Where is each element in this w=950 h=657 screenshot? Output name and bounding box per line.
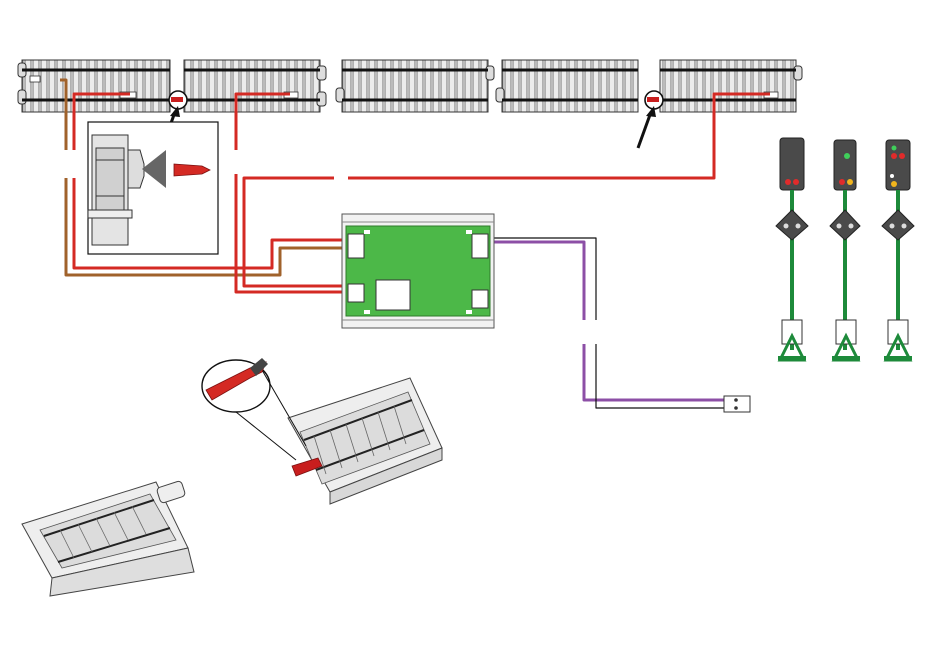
signal-1: [776, 138, 808, 360]
inset-connector-detail: [88, 122, 218, 254]
decoder-board: [342, 214, 494, 328]
pin-plug: [724, 396, 750, 412]
zoom-callout: [202, 358, 306, 460]
track-section-1: [18, 60, 170, 112]
signal-2: [830, 140, 860, 360]
track-section-3: [336, 60, 494, 112]
track-section-5: [660, 60, 802, 112]
ramp-track-right: [288, 378, 442, 504]
insulator-marker-2: [638, 91, 663, 148]
signal-3: [882, 140, 914, 360]
track-section-4: [496, 60, 638, 112]
ramp-track-left: [22, 480, 194, 596]
track-section-2: [184, 60, 326, 112]
